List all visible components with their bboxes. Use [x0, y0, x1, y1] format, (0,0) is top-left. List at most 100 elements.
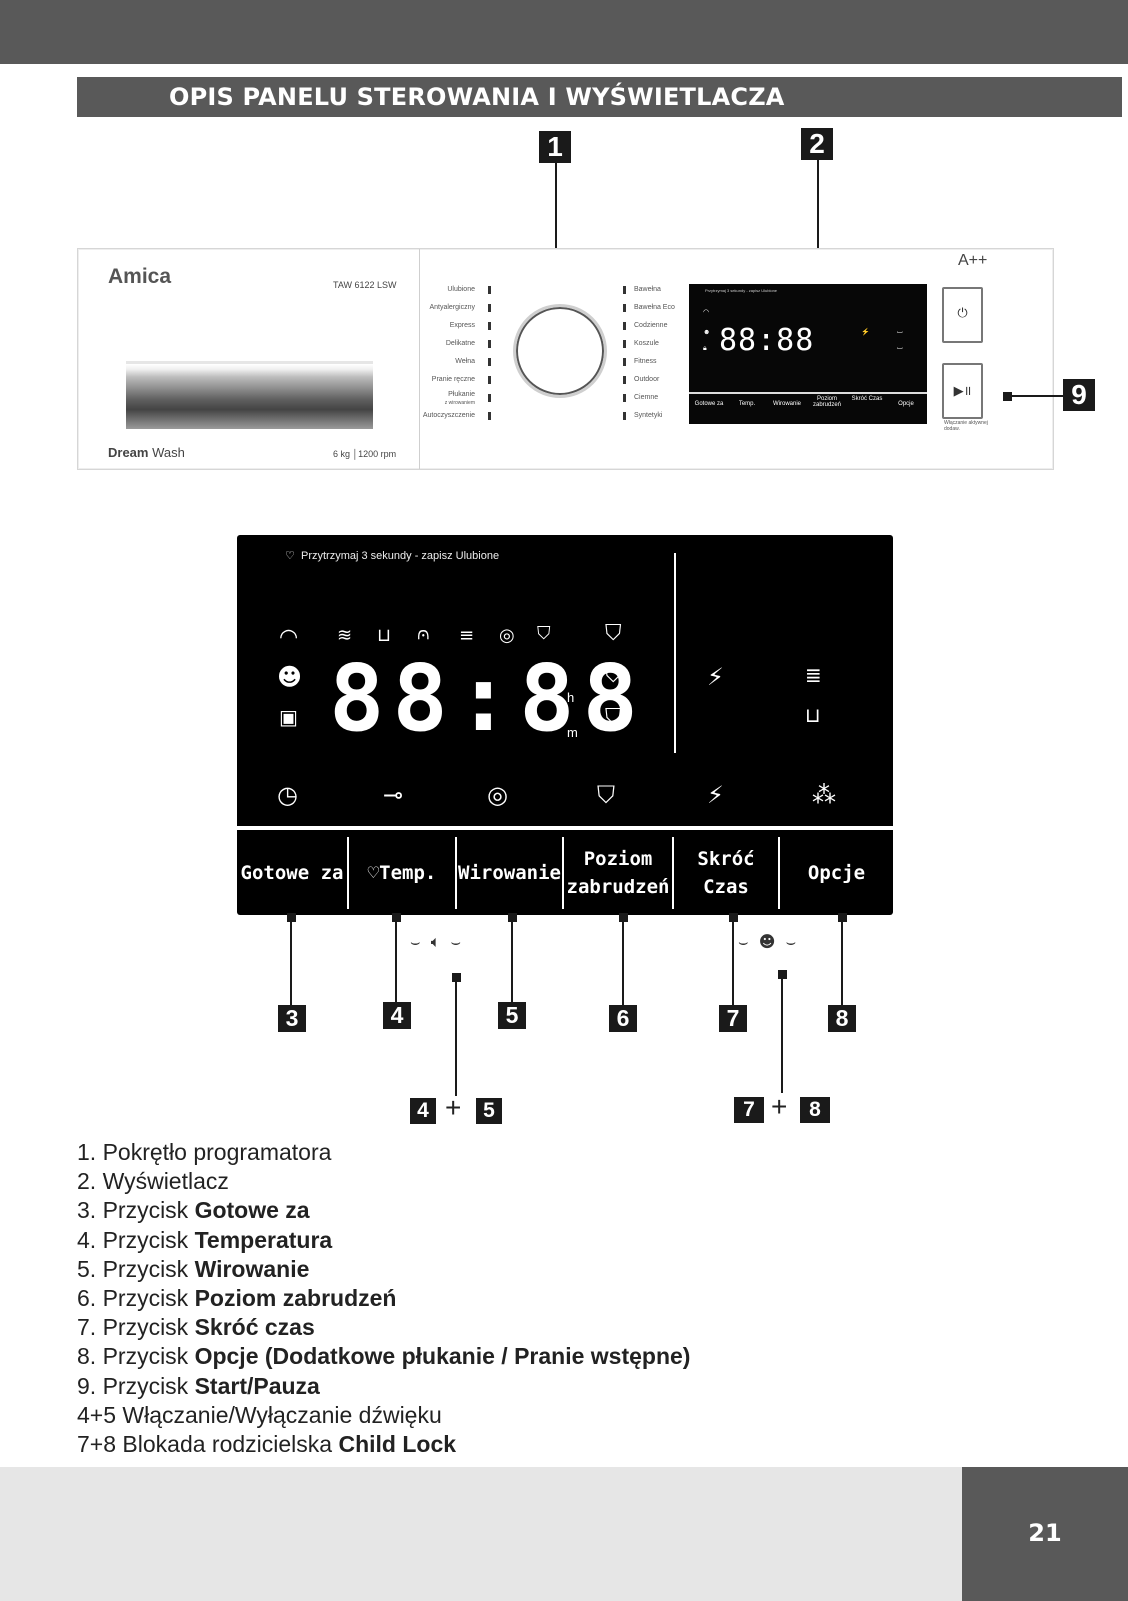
- prewash-icon: ≣: [805, 663, 822, 687]
- program-tick: [623, 394, 626, 402]
- button-separator: [672, 837, 674, 909]
- mini-opcje[interactable]: Opcje: [898, 401, 914, 407]
- leader-line-6: [622, 918, 624, 1005]
- button-separator: [562, 837, 564, 909]
- program-delikatne: Delikatne: [445, 340, 475, 347]
- program-welna: Wełna: [455, 358, 475, 365]
- description-item: 3. Przycisk Gotowe za: [77, 1197, 310, 1224]
- mini-temp[interactable]: Temp.: [738, 401, 756, 407]
- sound-icon: 🔈︎: [430, 932, 441, 951]
- description-item: 6. Przycisk Poziom zabrudzeń: [77, 1285, 397, 1312]
- mini-buttons-row: Gotowe za Temp. Wirowanie Poziom zabrudz…: [689, 392, 927, 426]
- callout-7: 7: [719, 1005, 747, 1032]
- child-lock-icon: ☻: [277, 663, 303, 691]
- program-codzienne: Codzienne: [634, 322, 668, 329]
- program-bawelna: Bawełna: [634, 286, 661, 293]
- program-outdoor: Outdoor: [634, 376, 660, 383]
- shorten-time-button[interactable]: Skróć Czas: [697, 848, 755, 898]
- program-tick: [488, 358, 491, 366]
- program-plukanie-sub: z wirowaniem: [444, 400, 475, 406]
- leader-dot-8: [838, 913, 847, 922]
- callout-6: 6: [609, 1005, 637, 1032]
- power-button[interactable]: ⏻: [942, 287, 983, 343]
- soil-level-icon: ⛉: [597, 781, 615, 809]
- program-tick: [488, 304, 491, 312]
- description-item: 7. Przycisk Skróć czas: [77, 1314, 315, 1341]
- detergent-drawer[interactable]: [126, 361, 373, 429]
- program-express: Express: [449, 322, 475, 329]
- rinse-tub-icon: ≡: [459, 625, 475, 646]
- mini-skroc-czas[interactable]: Skróć Czas: [851, 396, 883, 402]
- callout-9: 9: [1063, 379, 1095, 411]
- program-autoczyszczenie: Autoczyszczenie: [422, 412, 475, 419]
- favorite-hint: ♡ Przytrzymaj 3 sekundy - zapisz Ulubion…: [285, 550, 500, 562]
- program-ciemne: Ciemne: [634, 394, 659, 401]
- mini-gotowe-za[interactable]: Gotowe za: [694, 401, 724, 407]
- child-face-icon: ☻: [758, 932, 776, 951]
- leader-line-4: [395, 918, 397, 1002]
- rinse-icon: ⌴: [897, 344, 903, 351]
- capacity-label: 6 kg │1200 rpm: [333, 449, 397, 459]
- heart-icon: ♡: [285, 550, 295, 562]
- child-lock-icon: ☻: [703, 329, 711, 336]
- delay-timer-icon: ◷: [277, 781, 298, 809]
- leader-line-7-8: [781, 975, 783, 1093]
- program-tick: [623, 286, 626, 294]
- mini-wirowanie[interactable]: Wirowanie: [772, 401, 801, 407]
- play-pause-icon: ▶॥: [953, 383, 972, 398]
- mini-time-digits: 88:88: [719, 323, 815, 358]
- program-tick: [623, 376, 626, 384]
- mini-display: Przytrzymaj 3 sekundy - zapisz Ulubione …: [689, 284, 927, 424]
- leader-line-8: [841, 918, 843, 1005]
- spin-speed-icon: ◎: [487, 781, 508, 809]
- description-item: 2. Wyświetlacz: [77, 1168, 229, 1195]
- leader-line-1: [555, 163, 557, 306]
- button-separator: [347, 837, 349, 909]
- wash-tub-icon: ⊔: [377, 625, 392, 646]
- options-icon: ⁂: [812, 781, 836, 809]
- soil-level-high-icon: ⛉: [605, 621, 622, 646]
- program-antyalergiczny: Antyalergiczny: [429, 304, 475, 311]
- program-fitness: Fitness: [634, 358, 657, 365]
- options-button[interactable]: Opcje: [807, 862, 866, 884]
- combo-plus-4-5: +: [445, 1092, 462, 1123]
- steam-icon: ≋: [337, 625, 353, 646]
- extra-rinse-icon: ⊔: [805, 703, 821, 727]
- unit-minutes: m: [567, 725, 578, 740]
- program-tick: [488, 322, 491, 330]
- mini-poziom[interactable]: Poziom zabrudzeń: [812, 396, 842, 408]
- description-item: 5. Przycisk Wirowanie: [77, 1255, 310, 1282]
- leader-line-9: [1012, 395, 1063, 397]
- page-number-box: 21: [962, 1467, 1128, 1601]
- description-item: 7+8 Blokada rodzicielska Child Lock: [77, 1431, 457, 1458]
- page-number: 21: [1028, 1519, 1062, 1547]
- button-separator: [778, 837, 780, 909]
- leader-line-5: [511, 918, 513, 1002]
- spin-button[interactable]: Wirowanie: [458, 862, 561, 884]
- leader-dot-5: [508, 913, 517, 922]
- temperature-icon: ⊸: [383, 781, 404, 809]
- leader-dot-7-8: [778, 970, 787, 979]
- soil-level-button[interactable]: Poziom zabrudzeń: [566, 848, 670, 898]
- ready-in-button[interactable]: Gotowe za: [240, 862, 344, 884]
- lock-icon: 🔒︎: [703, 345, 707, 352]
- section-title: OPIS PANELU STEROWANIA I WYŚWIETLACZA: [169, 83, 785, 111]
- machine-control-panel: Amica TAW 6122 LSW Dream Wash 6 kg │1200…: [77, 248, 1054, 470]
- program-tick: [623, 412, 626, 420]
- footer-bar: [0, 1467, 962, 1601]
- program-tick: [623, 358, 626, 366]
- drawer-section: Amica TAW 6122 LSW Dream Wash 6 kg │1200…: [78, 249, 420, 469]
- combo-plus-7-8: +: [771, 1091, 788, 1122]
- program-tick: [488, 394, 491, 402]
- program-tick: [488, 376, 491, 384]
- program-ulubione: Ulubione: [447, 286, 475, 293]
- callout-8: 8: [828, 1005, 856, 1032]
- leader-dot-4: [392, 913, 401, 922]
- prewash-tub-icon: ⩀: [417, 623, 430, 644]
- model-label: TAW 6122 LSW: [333, 280, 397, 290]
- program-selector-knob[interactable]: [513, 304, 607, 398]
- temperature-button[interactable]: ♡Temp.: [349, 834, 455, 912]
- combo-8: 8: [800, 1097, 830, 1123]
- start-pause-button[interactable]: ▶॥: [942, 363, 983, 419]
- description-item: 1. Pokrętło programatora: [77, 1139, 332, 1165]
